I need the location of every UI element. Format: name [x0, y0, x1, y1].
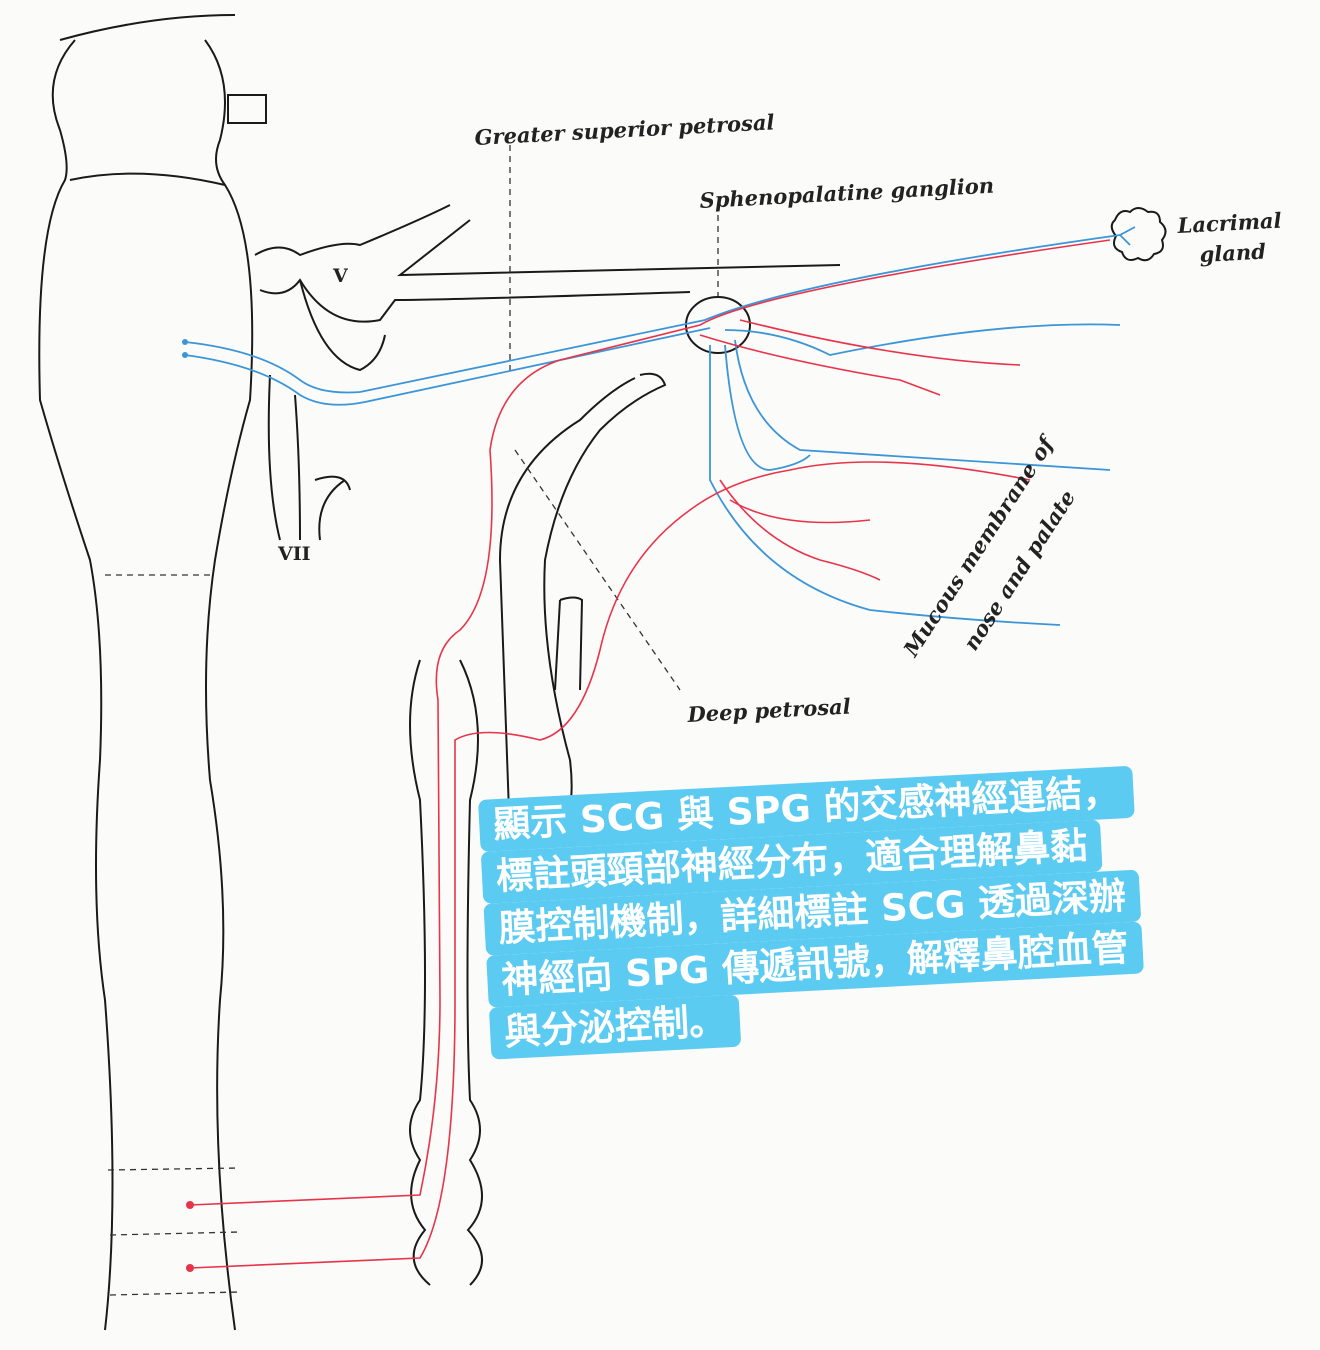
- label-greater-superior-petrosal: Greater superior petrosal: [474, 109, 775, 150]
- label-nerve-vii: VII: [277, 543, 311, 565]
- label-nerve-v: V: [332, 265, 349, 287]
- label-gland: gland: [1199, 239, 1267, 267]
- sympathetic-fibers: [186, 239, 1111, 1272]
- label-lacrimal: Lacrimal: [1176, 208, 1282, 238]
- caption-box: 顯示 SCG 與 SPG 的交感神經連結， 標註頭頸部神經分布，適合理解鼻黏 膜…: [478, 757, 1320, 1060]
- brainstem-spinal-cord: [38, 14, 267, 1331]
- parasympathetic-fibers: [182, 226, 1136, 626]
- label-deep-petrosal: Deep petrosal: [686, 693, 851, 727]
- lacrimal-gland: [1110, 207, 1167, 262]
- sphenopalatine-ganglion: [685, 296, 751, 354]
- carotid-vessels: [409, 372, 667, 1286]
- label-sphenopalatine-ganglion: Sphenopalatine ganglion: [699, 173, 995, 213]
- cranial-nerves: [254, 204, 841, 541]
